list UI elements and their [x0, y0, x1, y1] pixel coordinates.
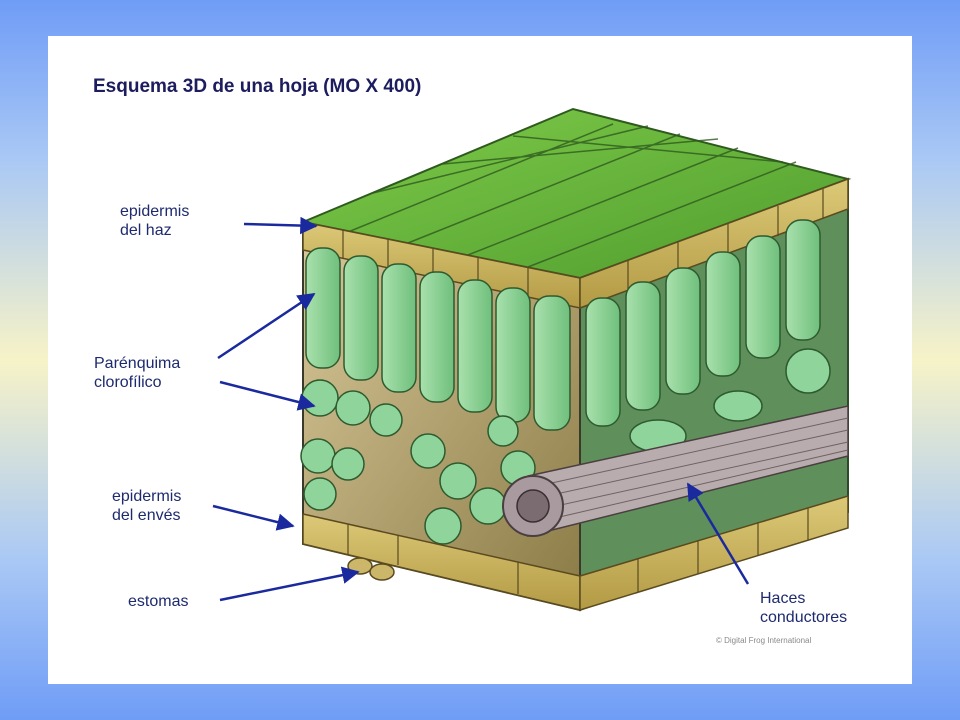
vascular-bundle: [502, 405, 849, 537]
arrow-estomas: [219, 566, 360, 602]
label-arrows: [212, 216, 750, 602]
label-parenquima: Parénquima clorofílico: [94, 354, 180, 392]
slide-panel: Esquema 3D de una hoja (MO X 400): [48, 36, 912, 684]
leaf-diagram: [212, 107, 852, 612]
arrow-epidermis-enves: [212, 504, 295, 531]
label-line: epidermis: [120, 203, 190, 220]
lower-epidermis-band: [302, 494, 849, 612]
label-estomas: estomas: [128, 592, 188, 611]
label-epidermis-enves: epidermis del envés: [112, 487, 181, 525]
arrow-epidermis-haz: [243, 216, 318, 235]
label-line: del haz: [120, 222, 172, 239]
label-line: conductores: [760, 609, 848, 626]
label-line: estomas: [128, 593, 189, 610]
copyright-note: © Digital Frog International: [716, 636, 812, 645]
label-epidermis-haz: epidermis del haz: [120, 202, 189, 240]
label-line: Parénquima: [94, 355, 181, 372]
spongy-cells: [300, 348, 831, 545]
label-line: Haces: [760, 590, 806, 607]
label-haces: Haces conductores: [760, 589, 847, 627]
upper-epidermis-side: [579, 177, 849, 310]
palisade-cells-side: [585, 219, 821, 427]
label-line: clorofílico: [94, 374, 162, 391]
label-line: del envés: [112, 507, 181, 524]
arrow-haces: [686, 482, 750, 585]
label-line: epidermis: [112, 488, 182, 505]
arrow-parenquima-1: [217, 292, 316, 360]
arrow-parenquima-2: [219, 380, 316, 411]
palisade-cells: [305, 247, 571, 431]
slide-title: Esquema 3D de una hoja (MO X 400): [93, 76, 422, 97]
